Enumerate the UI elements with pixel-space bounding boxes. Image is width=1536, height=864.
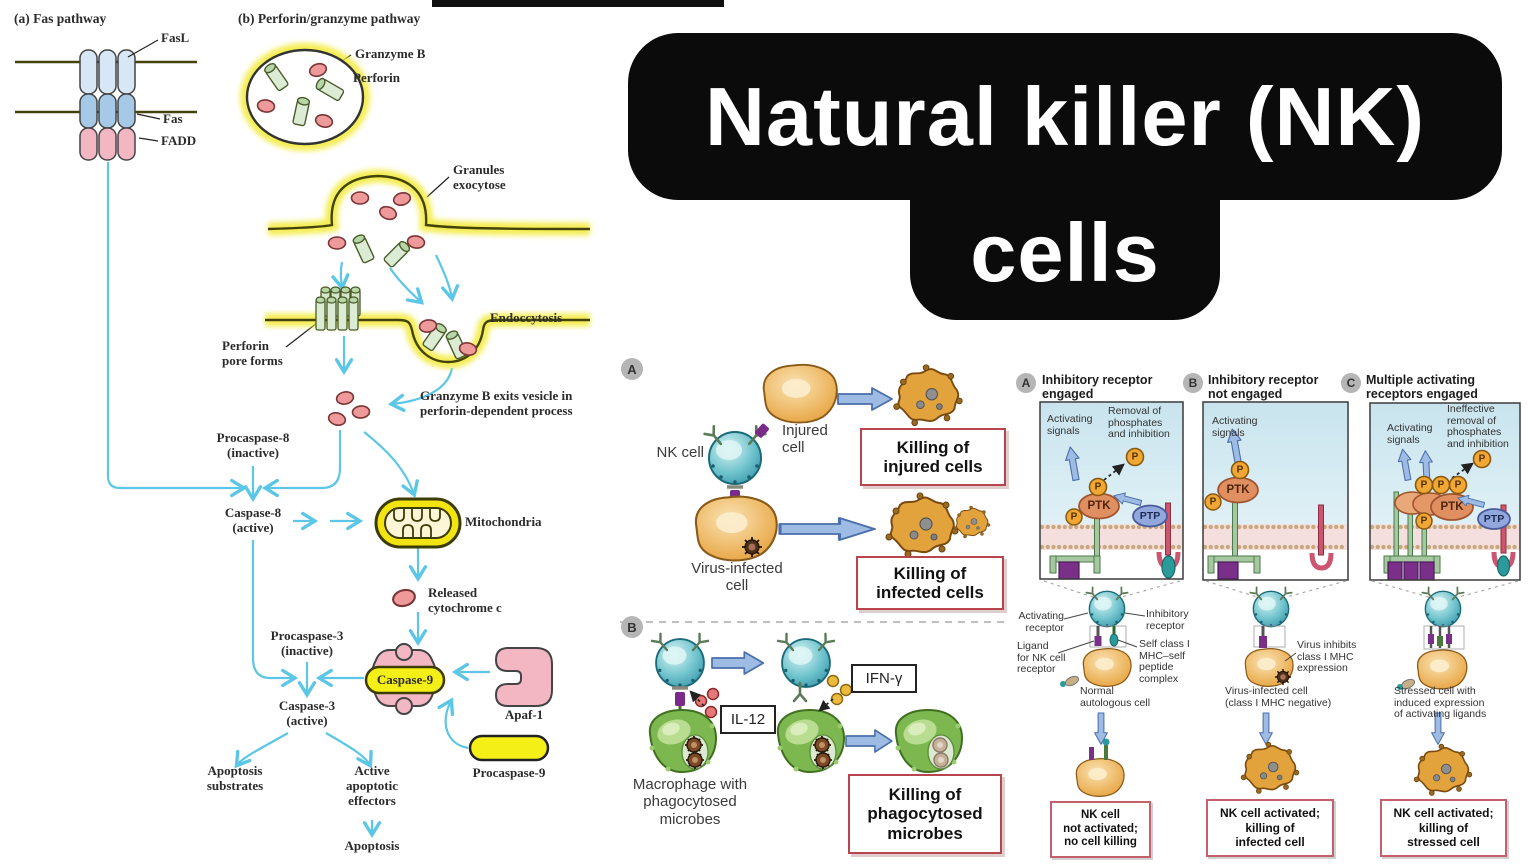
nk-function-art [620, 363, 1008, 772]
page-title-line1: Natural killer (NK) [704, 69, 1426, 163]
receptor-panel-a-title: Inhibitory receptor engaged [1042, 373, 1153, 402]
page-title-line2: cells [970, 206, 1160, 299]
b-activating-signals: Activating signals [1212, 415, 1258, 439]
apoptosis-substrates-label: Apoptosis substrates [206, 763, 264, 794]
c-p4: P [1454, 479, 1462, 491]
active-effectors-label: Active apoptotic effectors [346, 763, 398, 809]
b-cell-label: Virus-infected cell (class I MHC negativ… [1225, 685, 1332, 709]
c-removal-label: Ineffective removal of phosphates and in… [1447, 403, 1509, 450]
granzyme-exits-label: Granzyme B exits vesicle in perforin-dep… [420, 388, 573, 419]
title-background-tab [910, 150, 1220, 320]
nk-receptor-panels-art [1039, 401, 1522, 797]
mitochondria-label: Mitochondria [465, 514, 542, 529]
released-cytochrome-label: Released cytochrome c [428, 585, 502, 616]
b-result-box: NK cell activated; killing of infected c… [1206, 799, 1334, 857]
a-p3: P [1070, 511, 1078, 523]
a-self-mhc-label: Self class I MHC–self peptide complex [1139, 638, 1190, 685]
a-p2: P [1094, 481, 1102, 493]
procaspase9-label: Procaspase-9 [472, 765, 546, 780]
receptor-panel-a-badge: A [1016, 373, 1036, 393]
c-p2: P [1420, 479, 1428, 491]
caspase8-label: Caspase-8 (active) [224, 505, 282, 536]
nk-cell-label: NK cell [656, 444, 704, 461]
caspase3-label: Caspase-3 (active) [278, 698, 336, 729]
procaspase3-label: Procaspase-3 (inactive) [270, 628, 344, 659]
a-ptk: PTK [1087, 500, 1111, 512]
fas-pathway-title: (a) Fas pathway [14, 11, 107, 26]
fas-perforin-pathway-art [15, 39, 591, 839]
perforin-pathway-title: (b) Perforin/granzyme pathway [238, 11, 421, 26]
macrophage-label: Macrophage with phagocytosed microbes [632, 776, 748, 828]
a-ligand-label: Ligand for NK cell receptor [1017, 640, 1066, 676]
virus-infected-cell-label: Virus-infected cell [691, 560, 783, 595]
c-cell-label: Stressed cell with induced expression of… [1394, 685, 1487, 721]
apoptosis-label: Apoptosis [344, 838, 400, 853]
top-strip [432, 0, 724, 7]
a-activating-receptor: Activating receptor [1018, 610, 1064, 634]
a-activating-signals: Activating signals [1047, 413, 1093, 437]
a-ptp: PTP [1139, 510, 1161, 522]
c-ptp: PTP [1483, 513, 1505, 525]
receptor-panel-b-badge: B [1183, 373, 1203, 393]
apaf1-label: Apaf-1 [504, 707, 544, 722]
b-ptk: PTK [1226, 484, 1250, 496]
receptor-panel-c-title: Multiple activating receptors engaged [1366, 373, 1478, 402]
b-p1: P [1236, 464, 1244, 476]
procaspase8-label: Procaspase-8 (inactive) [216, 430, 290, 461]
a-removal-label: Removal of phosphates and inhibition [1108, 405, 1170, 441]
ifn-gamma-tag: IFN-γ [851, 664, 917, 693]
granules-exocytose-label: Granules exocytose [453, 162, 506, 193]
c-ptk: PTK [1440, 501, 1464, 513]
perforin-label: Perforin [353, 70, 400, 85]
perforin-pore-label: Perforin pore forms [222, 338, 283, 369]
il12-tag: IL-12 [720, 705, 776, 734]
c-p3: P [1437, 479, 1445, 491]
receptor-panel-b-title: Inhibitory receptor not engaged [1208, 373, 1319, 402]
fasl-label: FasL [161, 30, 190, 45]
c-p5: P [1420, 515, 1428, 527]
granzyme-b-label: Granzyme B [355, 46, 426, 61]
killing-infected-box: Killing of infected cells [856, 556, 1004, 610]
a-result-box: NK cell not activated; no cell killing [1050, 801, 1151, 858]
a-cell-label: Normal autologous cell [1080, 685, 1151, 709]
injured-cell-label: Injured cell [782, 422, 828, 457]
caspase9-label: Caspase-9 [376, 672, 434, 687]
c-activating-signals: Activating signals [1387, 422, 1433, 446]
c-result-box: NK cell activated; killing of stressed c… [1380, 799, 1507, 857]
fas-label: Fas [163, 111, 183, 126]
panel-a-badge: A [621, 358, 643, 380]
receptor-panel-c-badge: C [1341, 373, 1361, 393]
endocytosis-label: Endoccytosis [490, 310, 563, 325]
b-virus-inhibits-label: Virus inhibits class I MHC expression [1297, 639, 1357, 675]
a-p1: P [1131, 451, 1139, 463]
b-p2: P [1209, 496, 1217, 508]
panel-b-badge: B [621, 616, 643, 638]
killing-phagocytosed-box: Killing of phagocytosed microbes [848, 774, 1002, 854]
killing-injured-box: Killing of injured cells [860, 428, 1006, 486]
c-p1: P [1478, 453, 1486, 465]
fadd-label: FADD [161, 133, 197, 148]
a-inhibitory-receptor: Inhibitory receptor [1146, 608, 1189, 632]
